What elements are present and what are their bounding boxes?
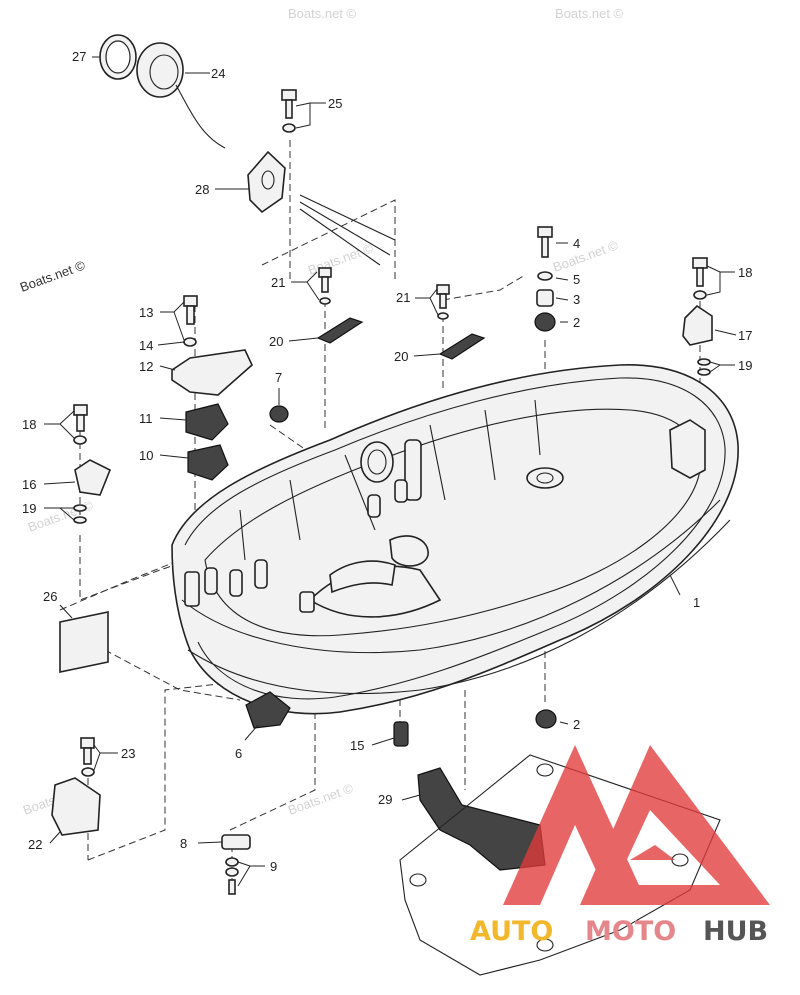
part-7-grommet xyxy=(269,405,289,423)
callout-6: 6 xyxy=(235,746,242,761)
callout-22: 22 xyxy=(28,837,42,852)
callout-4: 4 xyxy=(573,236,580,251)
callout-1: 1 xyxy=(693,595,700,610)
part-17-bracket xyxy=(682,304,713,346)
callout-25: 25 xyxy=(328,96,342,111)
part-5-washer xyxy=(537,271,553,281)
part-26-label-plate xyxy=(59,611,109,673)
callout-5: 5 xyxy=(573,272,580,287)
callout-labels: 27 24 25 28 4 5 3 2 18 17 19 21 20 21 20… xyxy=(22,49,752,874)
watermark-text: Boats.net © xyxy=(288,6,357,21)
callout-29: 29 xyxy=(378,792,392,807)
callout-16: 16 xyxy=(22,477,36,492)
callout-18: 18 xyxy=(22,417,36,432)
part-2-grommet-bottom xyxy=(535,709,557,729)
callout-9: 9 xyxy=(270,859,277,874)
leader-lines xyxy=(43,56,737,887)
callout-8: 8 xyxy=(180,836,187,851)
callout-10: 10 xyxy=(139,448,153,463)
part-28-plate xyxy=(247,150,396,266)
brand-logo: AUTO MOTO HUB xyxy=(470,745,770,947)
callout-28: 28 xyxy=(195,182,209,197)
part-9-screw xyxy=(225,857,239,895)
callout-26: 26 xyxy=(43,589,57,604)
watermark-text: Boats.net © xyxy=(555,6,624,21)
part-6-grommet xyxy=(245,691,291,729)
part-8-plate xyxy=(221,834,251,850)
callout-17: 17 xyxy=(738,328,752,343)
part-21-screw-left xyxy=(318,267,332,305)
callout-20: 20 xyxy=(394,349,408,364)
part-16-bracket xyxy=(74,459,112,496)
callout-13: 13 xyxy=(139,305,153,320)
callout-18: 18 xyxy=(738,265,752,280)
callout-23: 23 xyxy=(121,746,135,761)
brand-text-hub: HUB xyxy=(703,916,768,947)
part-4-screw xyxy=(537,226,553,258)
bottom-cowl xyxy=(171,364,739,715)
callout-27: 27 xyxy=(72,49,86,64)
part-24-grommet xyxy=(136,42,226,149)
callout-21: 21 xyxy=(271,275,285,290)
callout-14: 14 xyxy=(139,338,153,353)
callout-2: 2 xyxy=(573,315,580,330)
callout-2: 2 xyxy=(573,717,580,732)
callout-12: 12 xyxy=(139,359,153,374)
watermark-text: Boats.net © xyxy=(286,780,356,818)
part-12-bracket xyxy=(171,349,253,396)
part-25-screw xyxy=(281,89,297,133)
callout-11: 11 xyxy=(139,411,153,426)
part-27-seal xyxy=(99,34,137,80)
part-18-screw-right xyxy=(692,257,708,300)
callout-21: 21 xyxy=(396,290,410,305)
part-20-clamp-right xyxy=(438,333,486,360)
part-14-washer xyxy=(183,337,197,347)
part-10-block xyxy=(187,444,229,481)
callout-7: 7 xyxy=(275,370,282,385)
callout-20: 20 xyxy=(269,334,283,349)
brand-text-moto: MOTO xyxy=(585,916,676,947)
callout-19: 19 xyxy=(22,501,36,516)
part-20-clamp-left xyxy=(316,317,364,344)
callout-19: 19 xyxy=(738,358,752,373)
callout-15: 15 xyxy=(350,738,364,753)
part-11-block xyxy=(185,403,229,441)
brand-text-auto: AUTO xyxy=(470,916,553,947)
part-21-screw-right xyxy=(436,284,450,320)
part-18-screw-left xyxy=(73,404,88,445)
brand-triangle-icon xyxy=(503,745,770,905)
part-15-plug xyxy=(393,721,409,747)
part-22-bracket xyxy=(51,777,101,836)
part-2-grommet-top xyxy=(534,312,556,332)
part-23-screw xyxy=(80,737,95,777)
callout-3: 3 xyxy=(573,292,580,307)
watermark-main: Boats.net © xyxy=(18,257,88,295)
part-13-screw xyxy=(183,295,198,325)
callout-24: 24 xyxy=(211,66,225,81)
part-3-collar xyxy=(536,289,554,307)
